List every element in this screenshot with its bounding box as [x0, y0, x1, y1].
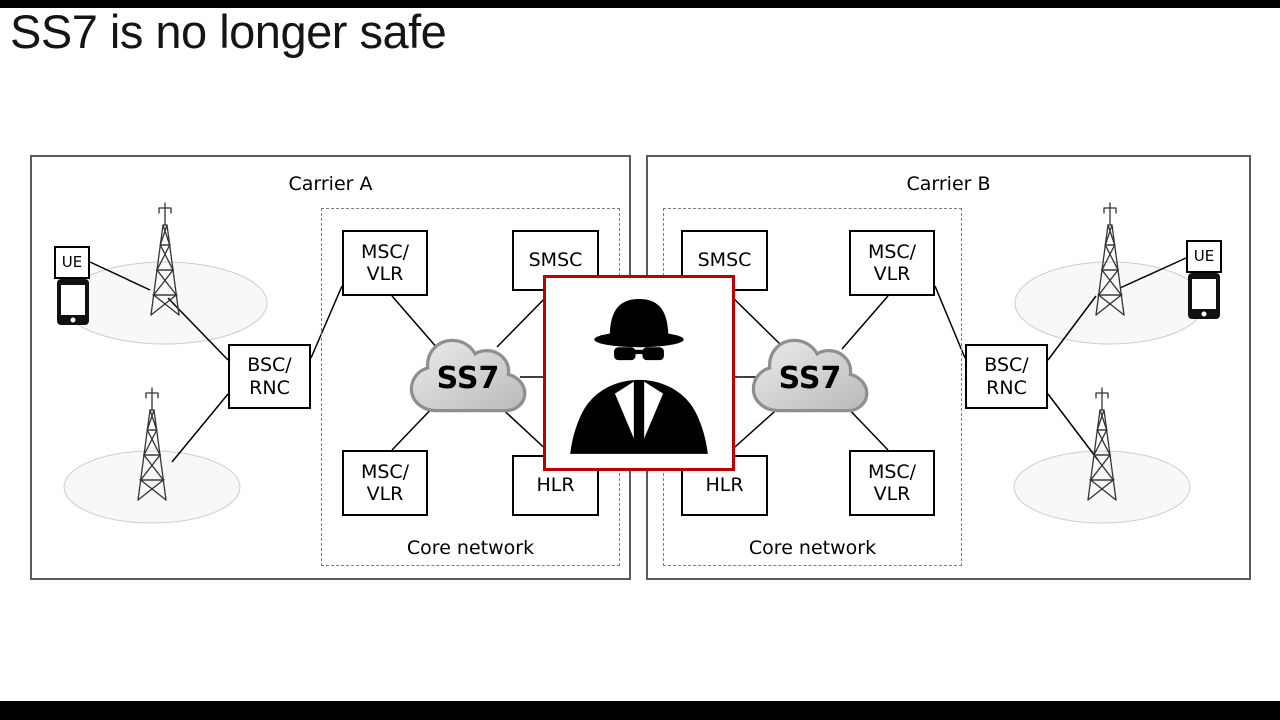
core-network-label-b: Core network — [748, 537, 877, 559]
coverage-ellipse — [63, 450, 241, 524]
node-msc-vlr-a-bottom: MSC/ VLR — [342, 450, 428, 516]
node-ue-a: UE — [54, 246, 90, 279]
ss7-cloud-a: SS7 — [409, 338, 527, 413]
spy-icon — [570, 299, 708, 454]
coverage-ellipse — [1013, 450, 1191, 524]
node-msc-vlr-b-bottom: MSC/ VLR — [849, 450, 935, 516]
node-msc-vlr-b-top: MSC/ VLR — [849, 230, 935, 296]
letterbox-top — [0, 0, 1280, 8]
node-msc-vlr-a-top: MSC/ VLR — [342, 230, 428, 296]
ss7-cloud-b-label: SS7 — [779, 361, 842, 396]
letterbox-bottom — [0, 701, 1280, 720]
ss7-cloud-b: SS7 — [751, 338, 869, 413]
attacker-box — [543, 275, 735, 471]
core-network-label-a: Core network — [406, 537, 535, 559]
ss7-cloud-a-label: SS7 — [437, 361, 500, 396]
node-bsc-rnc-a: BSC/ RNC — [228, 344, 311, 409]
coverage-areas — [62, 261, 1206, 524]
link-lines — [89, 257, 1187, 463]
page-title: SS7 is no longer safe — [10, 5, 447, 58]
node-ue-b: UE — [1186, 240, 1222, 273]
carrier-b-title: Carrier B — [906, 173, 991, 195]
node-bsc-rnc-b: BSC/ RNC — [965, 344, 1048, 409]
carrier-a-title: Carrier A — [288, 173, 373, 195]
